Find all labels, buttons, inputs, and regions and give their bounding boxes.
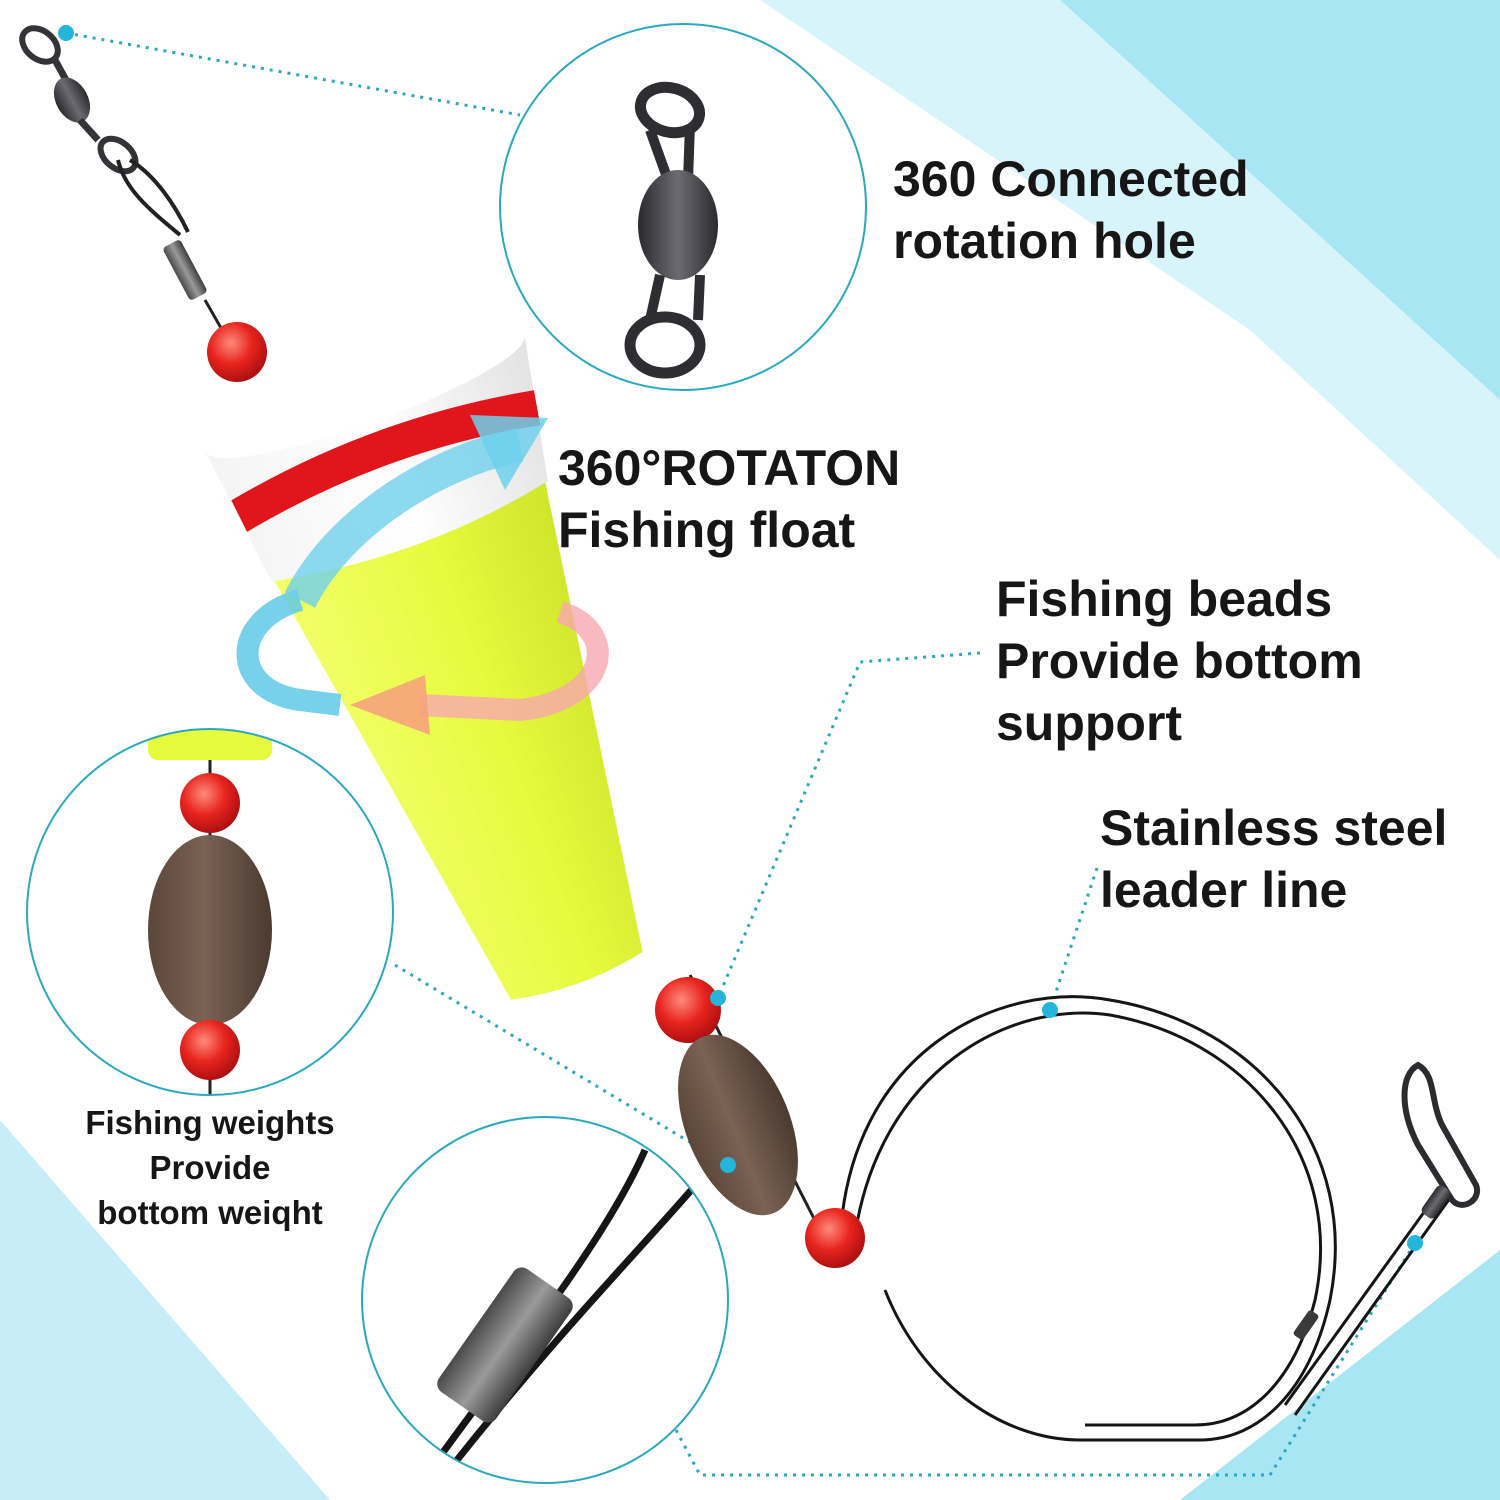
connector-sleeve bbox=[674, 1242, 1417, 1477]
label-float-line2: Fishing float bbox=[558, 502, 856, 558]
background-accent-bottom-left bbox=[0, 1120, 330, 1500]
callout-dot bbox=[710, 990, 726, 1006]
weight-icon bbox=[678, 1034, 798, 1216]
callout-dot bbox=[58, 25, 74, 41]
label-leader-line2: leader line bbox=[1100, 862, 1348, 918]
leader-line-icon bbox=[838, 995, 1452, 1442]
rig-lower bbox=[655, 974, 865, 1268]
label-weights: Fishing weights Provide bottom weiqht bbox=[40, 1100, 380, 1235]
label-swivel-line1: 360 Connected bbox=[893, 151, 1249, 207]
connector-leader bbox=[1048, 867, 1099, 1011]
label-leader-line1: Stainless steel bbox=[1100, 800, 1448, 856]
label-float: 360°ROTATON Fishing float bbox=[558, 437, 900, 561]
label-beads-line1: Fishing beads bbox=[996, 571, 1333, 627]
bead-icon bbox=[655, 977, 721, 1043]
label-weights-line1: Fishing weights bbox=[85, 1104, 335, 1141]
label-swivel-line2: rotation hole bbox=[893, 213, 1196, 269]
callout-connectors bbox=[65, 31, 1417, 1477]
callout-dots bbox=[58, 25, 1423, 1251]
callout-swivel bbox=[499, 23, 867, 391]
label-float-line1: 360°ROTATON bbox=[558, 440, 901, 496]
label-beads-line3: support bbox=[996, 695, 1183, 751]
background-accent-band bbox=[760, 0, 1500, 560]
label-beads-line2: Provide bottom bbox=[996, 633, 1363, 689]
snap-clip-icon bbox=[1293, 1061, 1481, 1340]
label-weights-line2: Provide bbox=[149, 1149, 271, 1186]
rotation-arrow-icon bbox=[236, 415, 609, 735]
callout-sleeve bbox=[361, 1116, 729, 1484]
callout-weights bbox=[26, 728, 394, 1096]
background-accent-bottom-right bbox=[1180, 1250, 1500, 1500]
label-weights-line3: bottom weiqht bbox=[97, 1194, 323, 1231]
callout-dot bbox=[1042, 1002, 1058, 1018]
callout-dot bbox=[1407, 1235, 1423, 1251]
connector-weights bbox=[394, 963, 729, 1167]
bead-icon bbox=[207, 322, 267, 382]
float-icon bbox=[204, 328, 643, 1000]
bead-icon bbox=[805, 1208, 865, 1268]
label-swivel: 360 Connected rotation hole bbox=[893, 148, 1249, 272]
callout-dot bbox=[720, 1157, 736, 1173]
label-leader: Stainless steel leader line bbox=[1100, 797, 1447, 921]
label-beads: Fishing beads Provide bottom support bbox=[996, 568, 1363, 754]
